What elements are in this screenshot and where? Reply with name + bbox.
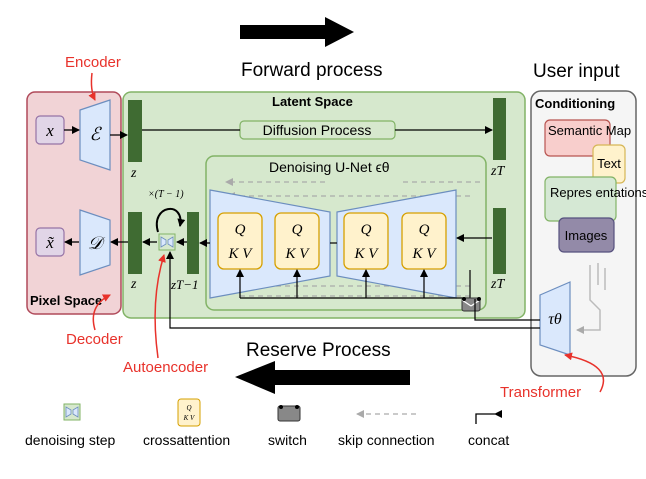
repeat-label: ×(T − 1) (148, 189, 184, 200)
tau-label: τθ (548, 311, 562, 328)
attention-kv-label: K V (354, 246, 380, 262)
attention-q-label: Q (235, 222, 246, 238)
repeat-loop-arrow (155, 208, 186, 233)
encoder-shape (79, 99, 111, 171)
latent-bar-z-bottom (128, 212, 142, 274)
x-input-label: x (45, 121, 54, 140)
legend-crossattention-kv: K V (183, 414, 195, 422)
decoder-shape (79, 209, 111, 276)
latent-space-title: Latent Space (272, 94, 353, 109)
decoder-symbol: 𝒟 (88, 233, 106, 253)
zt-top-label: zT (490, 164, 505, 179)
conditioning-title: Conditioning (535, 96, 615, 111)
zt-minus-1-label: zT−1 (170, 277, 199, 292)
legend-crossattention: crossattention (143, 432, 230, 448)
pixel-space-title: Pixel Space (30, 293, 102, 308)
representations-label: Repres entations (550, 185, 646, 200)
latent-bar-zt-minus-1 (187, 212, 199, 274)
attention-kv-label: K V (412, 246, 438, 262)
zt-bottom-label: zT (490, 277, 505, 292)
attention-q-label: Q (292, 222, 303, 238)
unet-title: Denoising U-Net ϵθ (269, 159, 390, 175)
legend-switch-icon (277, 405, 301, 422)
legend-crossattention-q: Q (186, 404, 191, 412)
images-box (558, 217, 615, 253)
forward-process-title: Forward process (241, 60, 383, 81)
attention-kv-label: K V (228, 246, 254, 262)
denoising-step-node (158, 233, 176, 251)
legend-denoising-step-icon (63, 403, 81, 421)
latent-bar-zt-bottom (493, 208, 506, 274)
z-label: z (130, 166, 137, 181)
tau-to-unet-line (474, 299, 540, 321)
legend-concat-icon (475, 410, 502, 424)
attention-block-1: Q K V (217, 212, 263, 270)
attention-block-3: Q K V (343, 212, 389, 270)
encoder-symbol: ℰ (90, 124, 103, 144)
transformer-annotation: Transformer (500, 384, 581, 401)
user-input-title: User input (533, 61, 620, 82)
text-label: Text (597, 156, 621, 171)
attention-q-label: Q (361, 222, 372, 238)
legend-crossattention-icon (177, 398, 201, 427)
decoder-annotation: Decoder (66, 331, 123, 348)
attention-q-label: Q (419, 222, 430, 238)
legend-denoising-step: denoising step (25, 432, 116, 448)
legend-skip-connection: skip connection (338, 432, 435, 448)
z-bottom-label: z (130, 277, 137, 292)
diffusion-process-label: Diffusion Process (263, 122, 372, 138)
encoder-annotation: Encoder (65, 54, 121, 71)
attention-block-2: Q K V (274, 212, 320, 270)
x-tilde-label: x̃ (45, 233, 54, 252)
legend-switch: switch (268, 432, 307, 448)
reverse-arrow-icon (235, 361, 410, 394)
latent-bar-z (128, 100, 142, 162)
attention-kv-label: K V (285, 246, 311, 262)
conditioning-arrows (577, 263, 606, 330)
images-label: Images (565, 228, 608, 243)
legend-concat: concat (468, 432, 509, 448)
zt-top-text: zT (490, 164, 505, 179)
reverse-process-title: Reserve Process (246, 340, 391, 361)
attention-block-4: Q K V (401, 212, 447, 270)
latent-bar-zt-top (493, 98, 506, 160)
zt-bottom-text: zT (490, 277, 505, 292)
semantic-map-label: Semantic Map (548, 123, 631, 138)
forward-arrow-icon (240, 17, 354, 47)
tau-to-denoising-line (166, 251, 540, 329)
autoencoder-annotation: Autoencoder (123, 359, 208, 376)
